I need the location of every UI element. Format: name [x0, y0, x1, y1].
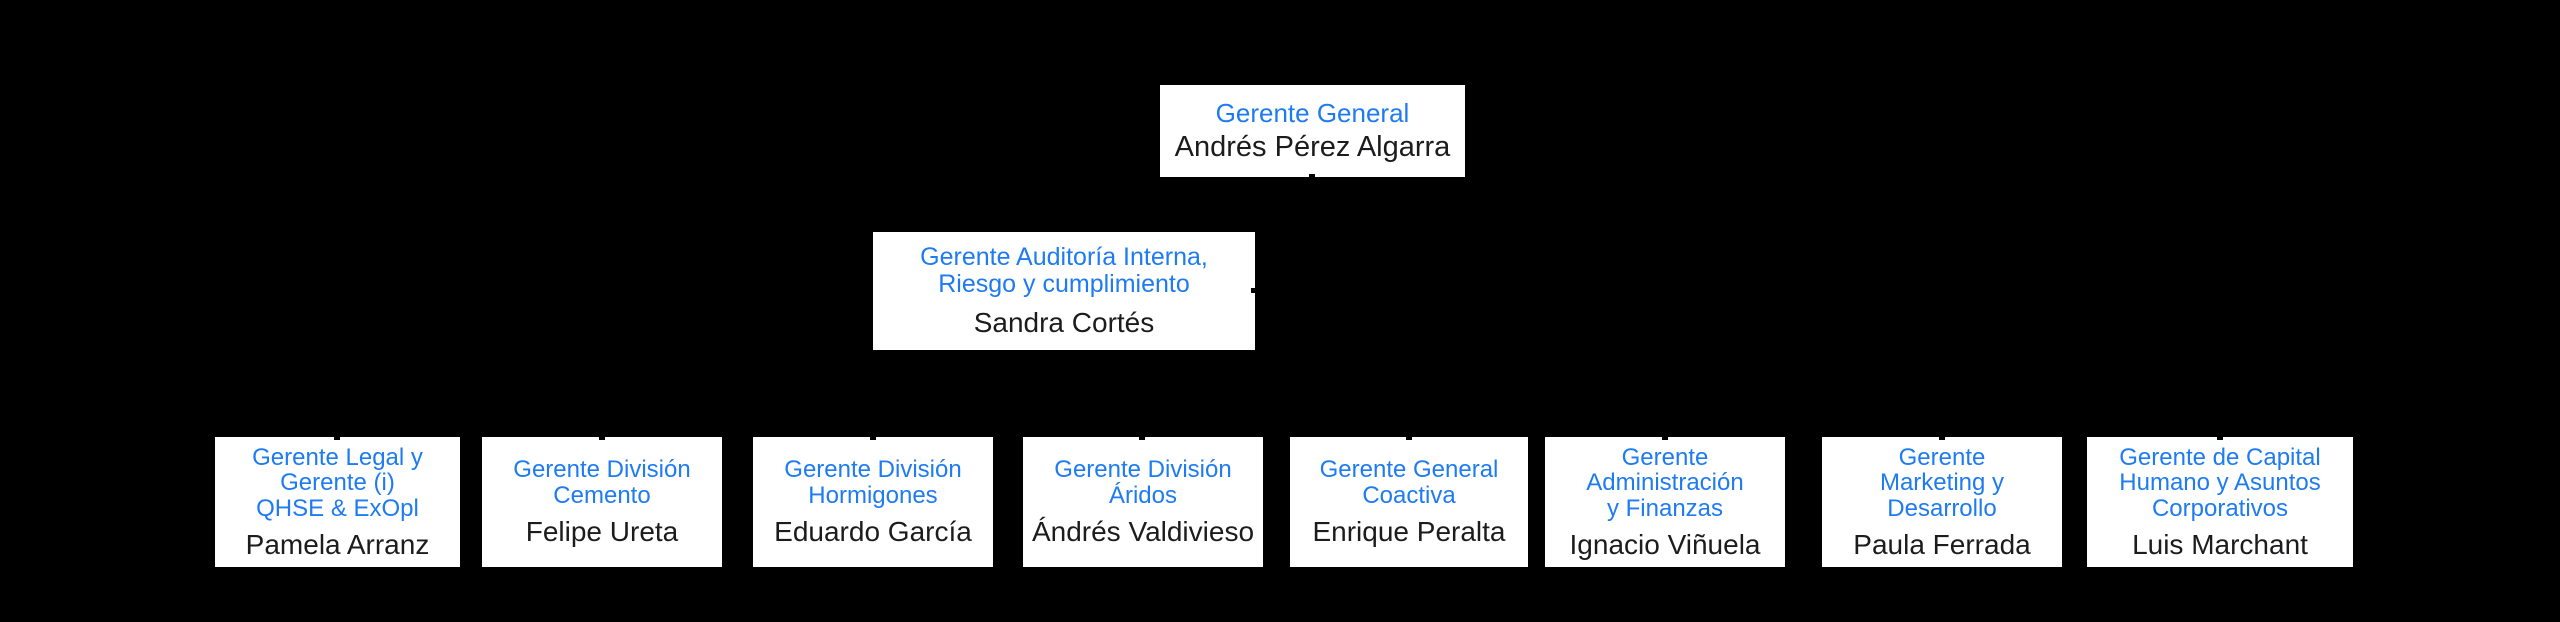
org-node-marketing-desarrollo: Gerente Marketing y Desarrollo Paula Fer…: [1822, 437, 2062, 567]
node-person-name: Enrique Peralta: [1312, 516, 1506, 548]
node-title: Gerente División Cemento: [513, 456, 691, 509]
org-node-gerente-general: Gerente General Andrés Pérez Algarra: [1160, 85, 1465, 177]
node-title: Gerente Legal y Gerente (i) QHSE & ExOpl: [252, 443, 423, 522]
connector-drop-5: [1406, 394, 1412, 440]
node-person-name: Luis Marchant: [2132, 528, 2308, 560]
node-person-name: Sandra Cortés: [973, 307, 1155, 339]
org-node-administracion-finanzas: Gerente Administración y Finanzas Ignaci…: [1545, 437, 1785, 567]
org-node-division-aridos: Gerente División Áridos Ándrés Valdivies…: [1023, 437, 1263, 567]
node-person-name: Eduardo García: [774, 516, 972, 548]
node-person-name: Paula Ferrada: [1853, 528, 2031, 560]
connector-distributor-horizontal: [334, 394, 2226, 399]
connector-drop-2: [599, 394, 605, 440]
node-title: Gerente Administración y Finanzas: [1586, 443, 1744, 522]
connector-drop-4: [1139, 394, 1145, 440]
node-title: Gerente División Áridos: [1054, 456, 1232, 509]
connector-trunk-vertical: [1309, 174, 1315, 399]
node-person-name: Felipe Ureta: [525, 516, 679, 548]
connector-drop-1: [334, 394, 340, 440]
node-person-name: Andrés Pérez Algarra: [1174, 131, 1451, 164]
node-title: Gerente Auditoría Interna, Riesgo y cump…: [920, 243, 1208, 298]
org-node-general-coactiva: Gerente General Coactiva Enrique Peralta: [1290, 437, 1528, 567]
connector-drop-8: [2217, 394, 2223, 440]
node-person-name: Ándrés Valdivieso: [1031, 516, 1255, 548]
node-person-name: Ignacio Viñuela: [1569, 528, 1761, 560]
node-title: Gerente General Coactiva: [1319, 456, 1499, 509]
node-person-name: Pamela Arranz: [245, 528, 430, 560]
connector-drop-6: [1662, 394, 1668, 440]
org-node-division-cemento: Gerente División Cemento Felipe Ureta: [482, 437, 722, 567]
node-title: Gerente Marketing y Desarrollo: [1879, 443, 2005, 522]
connector-drop-7: [1939, 394, 1945, 440]
org-node-division-hormigones: Gerente División Hormigones Eduardo Garc…: [753, 437, 993, 567]
node-title: Gerente General: [1215, 97, 1410, 128]
connector-staff-branch: [1251, 288, 1311, 293]
org-node-capital-humano: Gerente de Capital Humano y Asuntos Corp…: [2087, 437, 2353, 567]
org-node-legal-qhse: Gerente Legal y Gerente (i) QHSE & ExOpl…: [215, 437, 460, 567]
node-title: Gerente de Capital Humano y Asuntos Corp…: [2119, 443, 2321, 522]
node-title: Gerente División Hormigones: [784, 456, 962, 509]
org-node-auditoria-interna: Gerente Auditoría Interna, Riesgo y cump…: [873, 232, 1255, 350]
connector-drop-3: [870, 394, 876, 440]
